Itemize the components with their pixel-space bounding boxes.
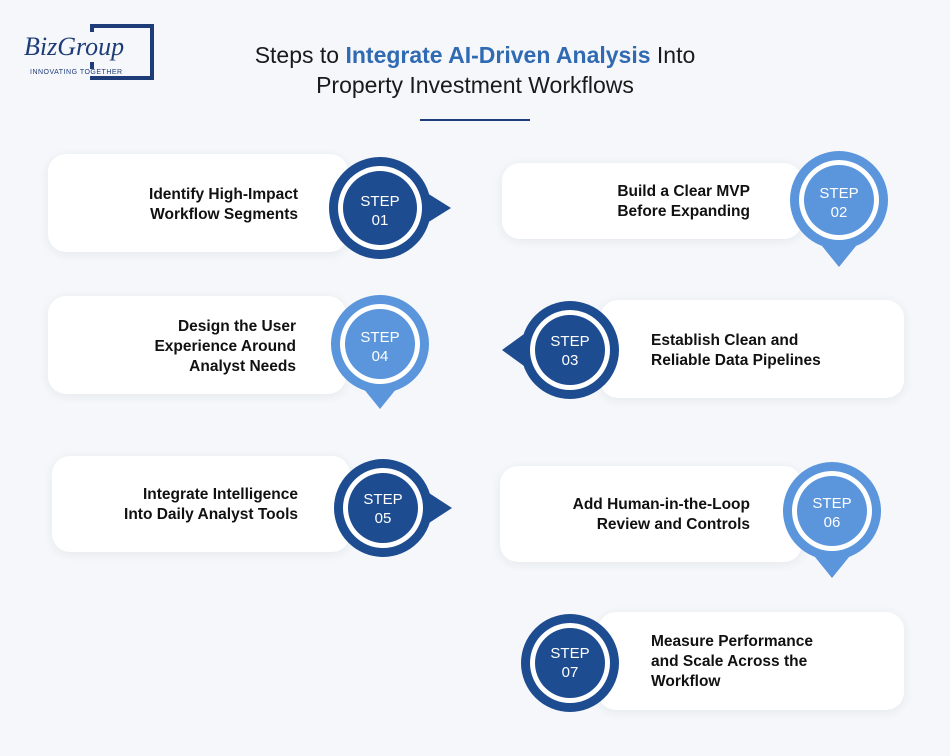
step-06-number: 06 [823, 514, 841, 531]
step-07-line-3: Workflow [651, 673, 721, 690]
step-05-arrow [429, 493, 452, 523]
step-02-badge [790, 151, 888, 267]
step-05-label: STEP 05 [353, 490, 413, 528]
step-04-text: Design the User Experience Around Analys… [60, 317, 296, 377]
step-02-arrow [822, 246, 856, 267]
step-04-number: 04 [371, 348, 389, 365]
step-07-word: STEP [550, 645, 590, 662]
step-01-number: 01 [371, 212, 389, 229]
step-01-arrow [427, 193, 451, 223]
step-01-text: Identify High-Impact Workflow Segments [60, 185, 298, 225]
step-06-inner-disc [797, 476, 867, 546]
step-07-text: Measure Performance and Scale Across the… [651, 632, 891, 692]
step-03-number: 03 [561, 352, 579, 369]
step-04-label: STEP 04 [350, 328, 410, 366]
step-03-arrow [502, 334, 524, 366]
step-04-word: STEP [360, 329, 400, 346]
step-04-inner-disc [345, 309, 415, 379]
step-02-label: STEP 02 [809, 184, 869, 222]
step-03-label: STEP 03 [540, 332, 600, 370]
step-01-line-1: Identify High-Impact [149, 186, 298, 203]
step-04-card [48, 296, 346, 394]
step-05-card [52, 456, 350, 552]
step-02-number: 02 [830, 204, 848, 221]
step-02-card [502, 163, 802, 239]
step-06-card [500, 466, 802, 562]
title-prefix: Steps to [254, 42, 346, 68]
step-04-badge [331, 295, 429, 409]
step-01-inner-disc [343, 171, 417, 245]
step-03-text: Establish Clean and Reliable Data Pipeli… [651, 331, 891, 371]
step-03-line-2: Reliable Data Pipelines [651, 352, 821, 369]
step-01-line-2: Workflow Segments [150, 206, 298, 223]
step-05-inner-disc [348, 473, 418, 543]
step-03-inner-disc [535, 315, 605, 385]
step-06-badge [783, 462, 881, 578]
step-05-word: STEP [363, 491, 403, 508]
step-07-number: 07 [561, 664, 579, 681]
step-02-word: STEP [819, 185, 859, 202]
step-01-label: STEP 01 [350, 192, 410, 230]
step-03-line-1: Establish Clean and [651, 332, 799, 349]
title-highlight: Integrate AI-Driven Analysis [345, 42, 651, 68]
step-03-card [600, 300, 904, 398]
step-06-label: STEP 06 [802, 494, 862, 532]
step-07-line-1: Measure Performance [651, 633, 813, 650]
step-07-label: STEP 07 [540, 644, 600, 682]
step-05-badge [334, 459, 452, 557]
step-07-card [598, 612, 904, 710]
page-title: Steps to Integrate AI-Driven Analysis In… [150, 40, 800, 100]
step-03-badge [502, 301, 619, 399]
step-05-line-2: Into Daily Analyst Tools [124, 506, 298, 523]
step-05-line-1: Integrate Intelligence [142, 486, 298, 503]
step-01-word: STEP [360, 193, 400, 210]
step-05-text: Integrate Intelligence Into Daily Analys… [60, 485, 298, 525]
step-06-text: Add Human-in-the-Loop Review and Control… [510, 495, 750, 535]
step-01-card [48, 154, 348, 252]
title-suffix: Into [650, 42, 696, 68]
logo-tagline: INNOVATING TOGETHER [30, 69, 127, 76]
step-06-arrow [815, 557, 849, 578]
title-line-1: Steps to Integrate AI-Driven Analysis In… [150, 40, 800, 70]
title-underline [420, 119, 530, 121]
step-04-line-3: Analyst Needs [189, 358, 296, 375]
step-01-badge [329, 157, 451, 259]
step-07-badge [521, 614, 619, 712]
step-07-inner-disc [535, 628, 605, 698]
step-02-text: Build a Clear MVP Before Expanding [510, 182, 750, 222]
step-04-line-1: Design the User [177, 318, 296, 335]
step-06-word: STEP [812, 495, 852, 512]
step-02-line-1: Build a Clear MVP [617, 183, 750, 200]
title-line-2: Property Investment Workflows [316, 72, 634, 98]
step-02-line-2: Before Expanding [617, 203, 750, 220]
step-07-line-2: and Scale Across the [651, 653, 808, 670]
logo-wordmark: BizGroup [24, 32, 127, 62]
step-05-number: 05 [374, 510, 392, 527]
bizgroup-logo: BizGroup INNOVATING TOGETHER [22, 24, 157, 84]
step-03-word: STEP [550, 333, 590, 350]
step-04-arrow [363, 388, 397, 409]
step-02-inner-disc [804, 165, 874, 235]
step-04-line-2: Experience Around [154, 338, 296, 355]
step-06-line-2: Review and Controls [596, 516, 750, 533]
step-06-line-1: Add Human-in-the-Loop [572, 496, 750, 513]
